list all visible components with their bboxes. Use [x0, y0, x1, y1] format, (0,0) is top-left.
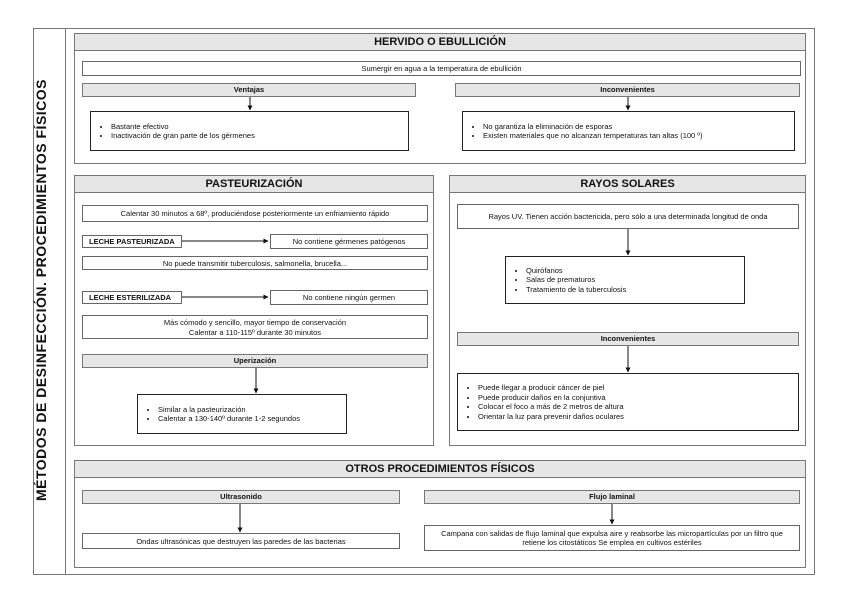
leche-esterilizada-result: No contiene ningún germen	[270, 290, 428, 305]
list-item: Salas de prematuros	[526, 275, 626, 285]
hervido-ventajas-list: Bastante efectivo Inactivación de gran p…	[90, 111, 409, 151]
list-item: Bastante efectivo	[111, 122, 255, 132]
ultrasonido-desc: Ondas ultrasónicas que destruyen las par…	[82, 533, 400, 549]
uperizacion-list: Similar a la pasteurización Calentar a 1…	[137, 394, 347, 434]
rayos-desc: Rayos UV. Tienen acción bactericida, per…	[457, 204, 799, 229]
leche-esterilizada-note: Más cómodo y sencillo, mayor tiempo de c…	[82, 315, 428, 339]
hervido-inconvenientes-header: Inconvenientes	[455, 83, 800, 97]
pasteurizacion-header: PASTEURIZACIÓN	[74, 175, 434, 193]
rayos-usos-list: Quirófanos Salas de prematuros Tratamien…	[505, 256, 745, 304]
note-line: Calentar a 110-115º durante 30 minutos	[188, 327, 322, 337]
list-item: Inactivación de gran parte de los gérmen…	[111, 131, 255, 141]
leche-pasteurizada-result: No contiene gérmenes patógenos	[270, 234, 428, 249]
pasteurizacion-desc: Calentar 30 minutos a 68º, produciéndose…	[82, 205, 428, 222]
list-item: Puede producir daños en la conjuntiva	[478, 393, 624, 403]
rayos-inconvenientes-list: Puede llegar a producir cáncer de piel P…	[457, 373, 799, 431]
flujo-laminal-header: Flujo laminal	[424, 490, 800, 504]
list-item: Colocar el foco a más de 2 metros de alt…	[478, 402, 624, 412]
hervido-desc: Sumergir en agua a la temperatura de ebu…	[82, 61, 801, 76]
hervido-header: HERVIDO O EBULLICIÓN	[74, 33, 806, 51]
list-item: No garantiza la eliminación de esporas	[483, 122, 703, 132]
uperizacion-header: Uperización	[82, 354, 428, 368]
leche-pasteurizada-label: LECHE PASTEURIZADA	[82, 235, 182, 248]
ultrasonido-header: Ultrasonido	[82, 490, 400, 504]
list-item: Calentar a 130-140º durante 1-2 segundos	[158, 414, 300, 424]
list-item: Puede llegar a producir cáncer de piel	[478, 383, 624, 393]
list-item: Similar a la pasteurización	[158, 405, 300, 415]
flujo-laminal-desc: Campana con salidas de flujo laminal que…	[424, 525, 800, 551]
title-divider	[65, 28, 66, 575]
note-line: Más cómodo y sencillo, mayor tiempo de c…	[163, 318, 347, 327]
list-item: Quirófanos	[526, 266, 626, 276]
list-item: Existen materiales que no alcanzan tempe…	[483, 131, 703, 141]
leche-pasteurizada-note: No puede transmitir tuberculosis, salmon…	[82, 256, 428, 270]
list-item: Tratamiento de la tuberculosis	[526, 285, 626, 295]
leche-esterilizada-label: LECHE ESTERILIZADA	[82, 291, 182, 304]
hervido-ventajas-header: Ventajas	[82, 83, 416, 97]
list-item: Orientar la luz para prevenir daños ocul…	[478, 412, 624, 422]
rayos-header: RAYOS SOLARES	[449, 175, 806, 193]
outer-frame	[33, 28, 815, 575]
rayos-inconvenientes-header: Inconvenientes	[457, 332, 799, 346]
otros-header: OTROS PROCEDIMIENTOS FÍSICOS	[74, 460, 806, 478]
hervido-inconvenientes-list: No garantiza la eliminación de esporas E…	[462, 111, 795, 151]
